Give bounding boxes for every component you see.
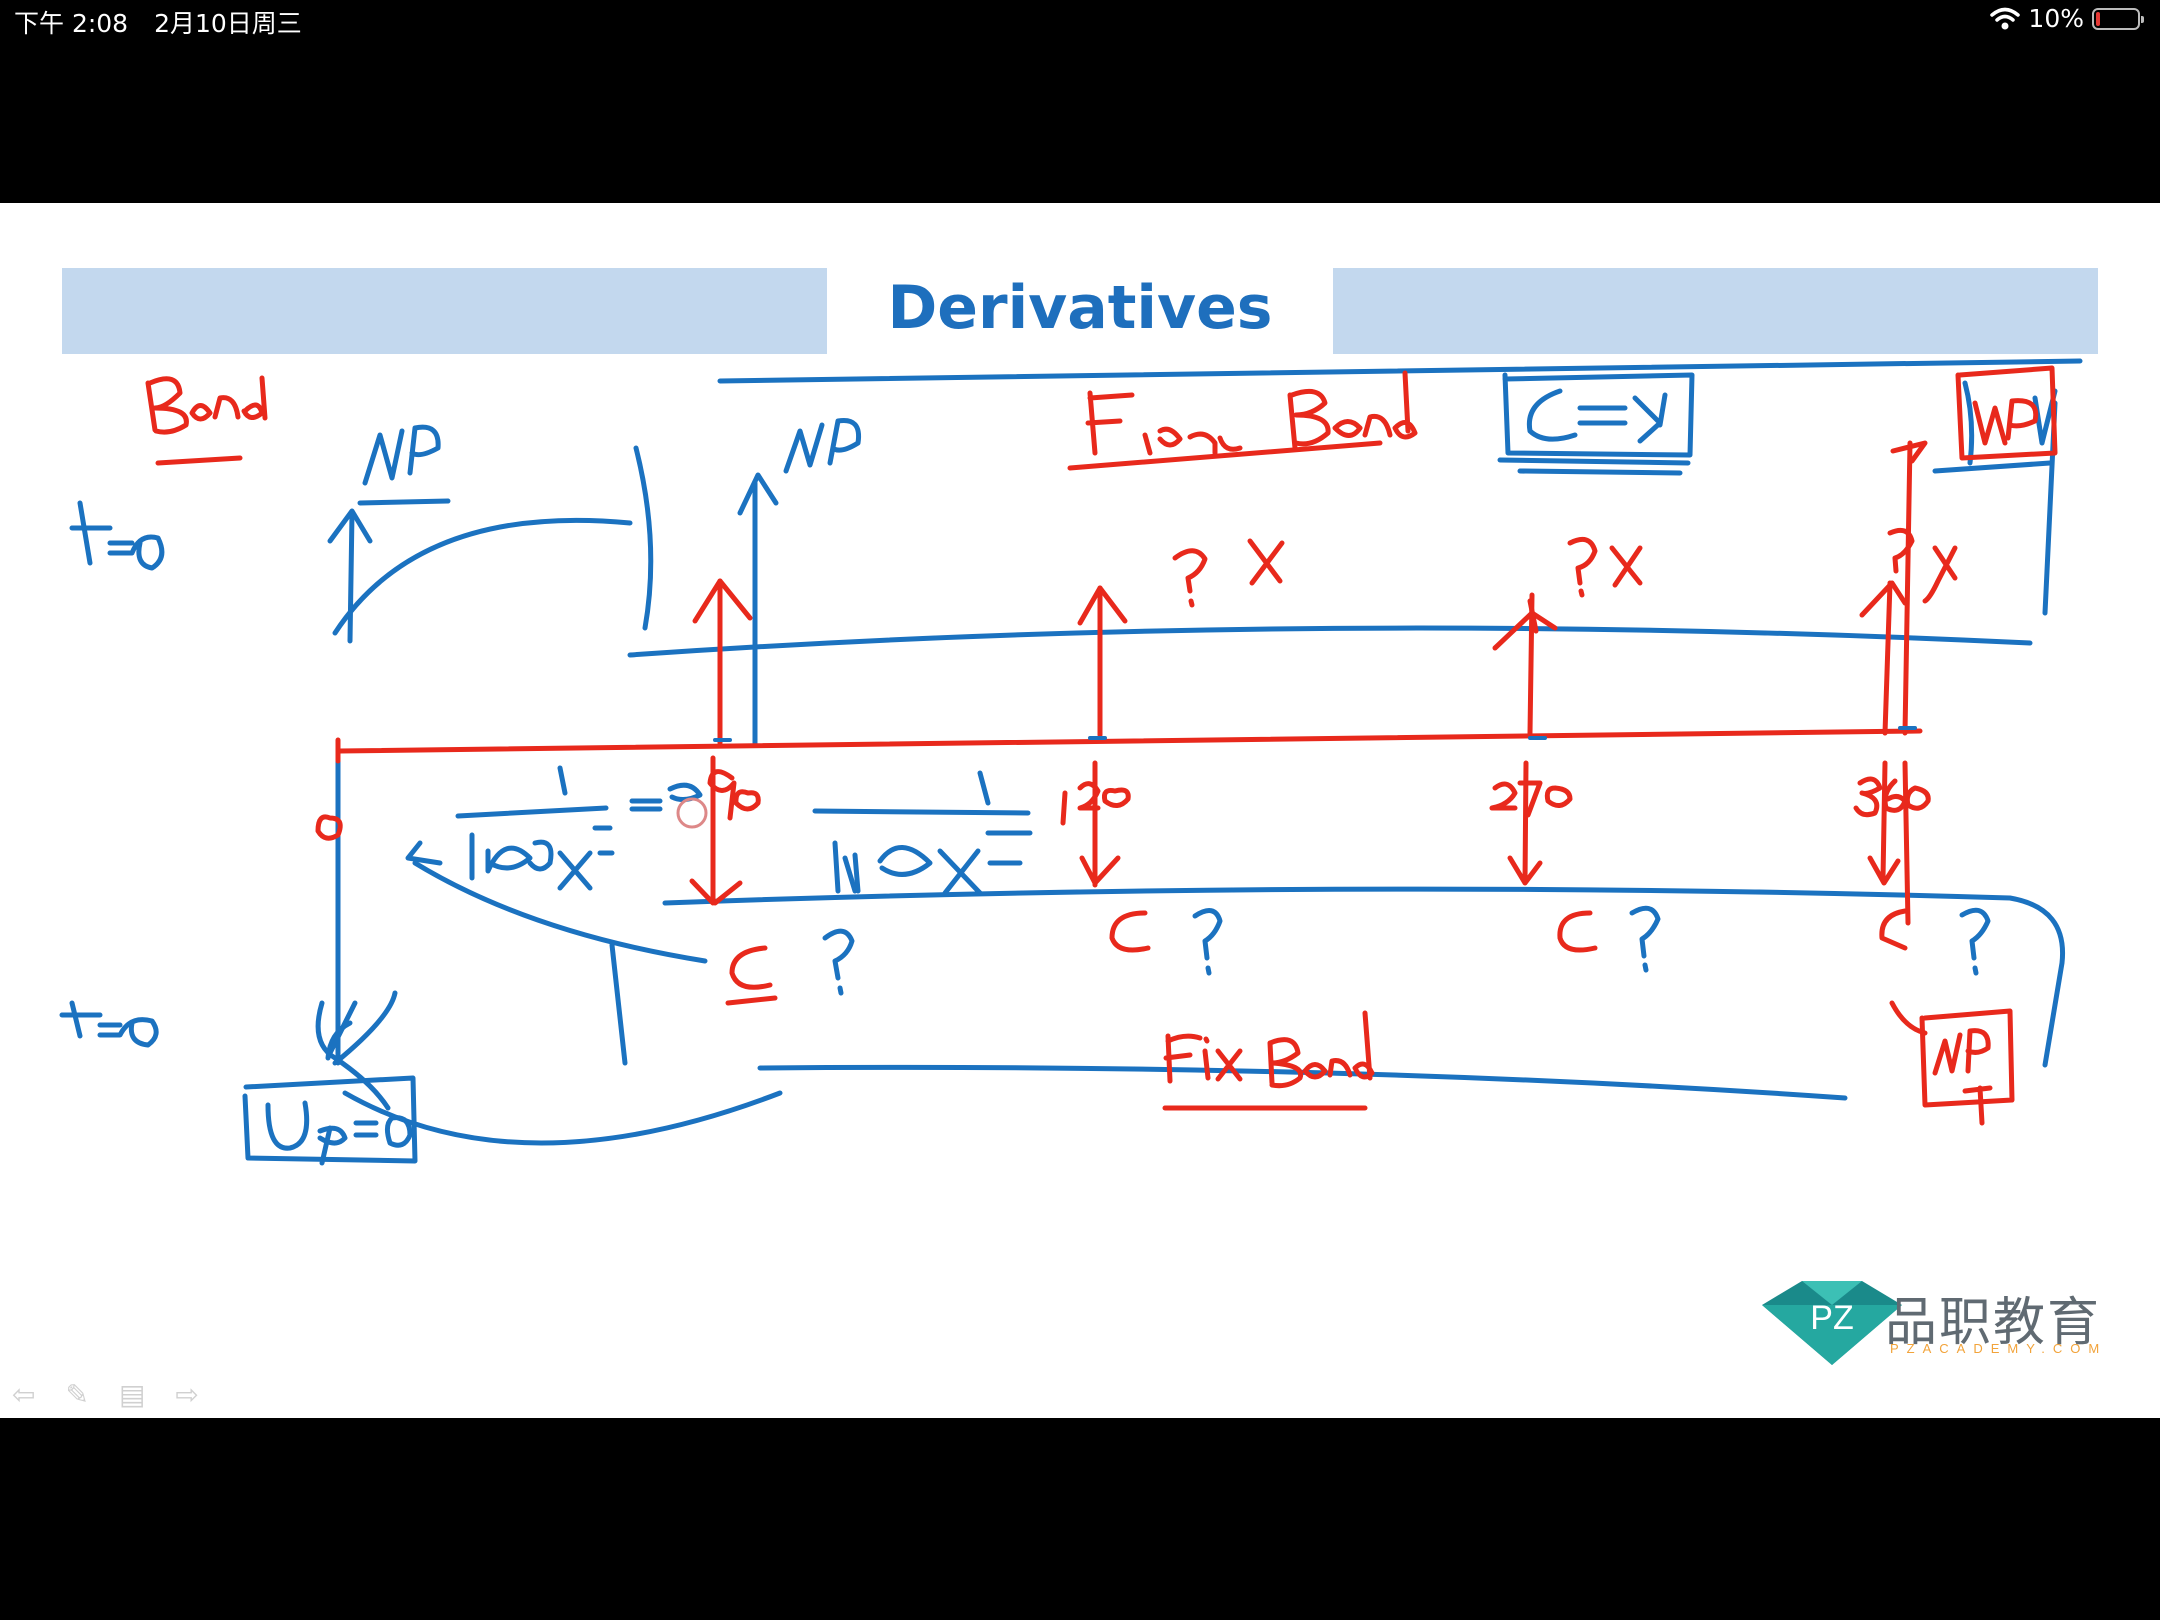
slide: Derivatives xyxy=(0,203,2160,1418)
tick-360-label xyxy=(1853,776,1931,818)
pointer-circle xyxy=(676,797,708,829)
pen-icon[interactable]: ✎ xyxy=(65,1379,89,1410)
t0-bottom-label xyxy=(59,1000,159,1048)
np-label-left xyxy=(357,424,451,506)
coupon-arrow-180 xyxy=(1079,760,1121,888)
np-box-top-right-red xyxy=(1955,365,2058,461)
brand-logo-text: PZ xyxy=(1810,1299,1853,1337)
bond-label xyxy=(145,376,189,435)
arrow-left-icon[interactable]: ⇦ xyxy=(12,1379,36,1410)
slide-title: Derivatives xyxy=(887,273,1273,343)
tick-90-label xyxy=(707,769,761,821)
float-bond-top-line xyxy=(717,358,2083,384)
c-label-90 xyxy=(725,945,778,1006)
q-x-label-2 xyxy=(1567,536,1598,598)
tick-0-label xyxy=(315,814,343,841)
title-band-right xyxy=(1333,268,2098,354)
coupon-arrow-90 xyxy=(689,755,743,906)
arrow-right-icon[interactable]: ⇨ xyxy=(175,1379,199,1410)
q-x-label-1 xyxy=(1172,548,1208,608)
c-equals-box xyxy=(1502,372,1695,458)
v0-box xyxy=(242,1075,418,1164)
np-box-bottom-right xyxy=(1919,1008,2015,1108)
discount-fraction-1 xyxy=(455,765,609,819)
status-bar: 下午 2:08 2月10日周三 10% xyxy=(0,0,2160,40)
t0-top-label xyxy=(69,500,165,571)
float-bond-mid-line xyxy=(627,625,2033,658)
menu-icon[interactable]: ▤ xyxy=(118,1379,146,1410)
title-band-left xyxy=(62,268,827,354)
timeline-dots xyxy=(713,726,1917,742)
tick-270-label xyxy=(1489,780,1573,818)
discount-arrow xyxy=(412,860,708,964)
float-arrow-360-b xyxy=(1902,440,1913,736)
timeline xyxy=(337,728,1923,754)
handwritten-diagram xyxy=(59,358,2083,1166)
q-x-label-3 xyxy=(1887,527,1915,574)
fix-bond-upper-line xyxy=(662,886,2066,1068)
slide-toolbar: ⇦ ✎ ▤ ⇨ xyxy=(12,1378,199,1411)
tick-180-label xyxy=(1060,781,1131,826)
brand-site: PZACADEMY.COM xyxy=(1890,1341,2108,1356)
discount-fraction-2 xyxy=(812,770,1031,816)
c-label-270 xyxy=(1557,910,1598,953)
battery-percent: 10% xyxy=(2028,4,2084,33)
status-date: 2月10日周三 xyxy=(154,9,302,38)
brand-logo-icon: PZ xyxy=(1762,1281,1902,1365)
battery-icon xyxy=(2092,7,2144,30)
wifi-icon xyxy=(1990,7,2021,29)
float-bond-label xyxy=(1085,390,1135,456)
question-marks xyxy=(822,905,1991,996)
c-label-180 xyxy=(1109,910,1151,953)
brand-name: 品职教育 xyxy=(1885,1293,2102,1353)
status-time: 下午 2:08 xyxy=(14,9,129,38)
c-label-360 xyxy=(1879,908,1908,951)
float-arrow-360-a xyxy=(1882,580,1893,736)
fix-bond-label xyxy=(1163,1033,1203,1084)
np-arrow-left xyxy=(347,510,355,644)
np-label-90 xyxy=(783,417,862,474)
coupon-arrow-360 xyxy=(1867,760,1901,886)
discount-arc-bottom xyxy=(342,1090,783,1146)
